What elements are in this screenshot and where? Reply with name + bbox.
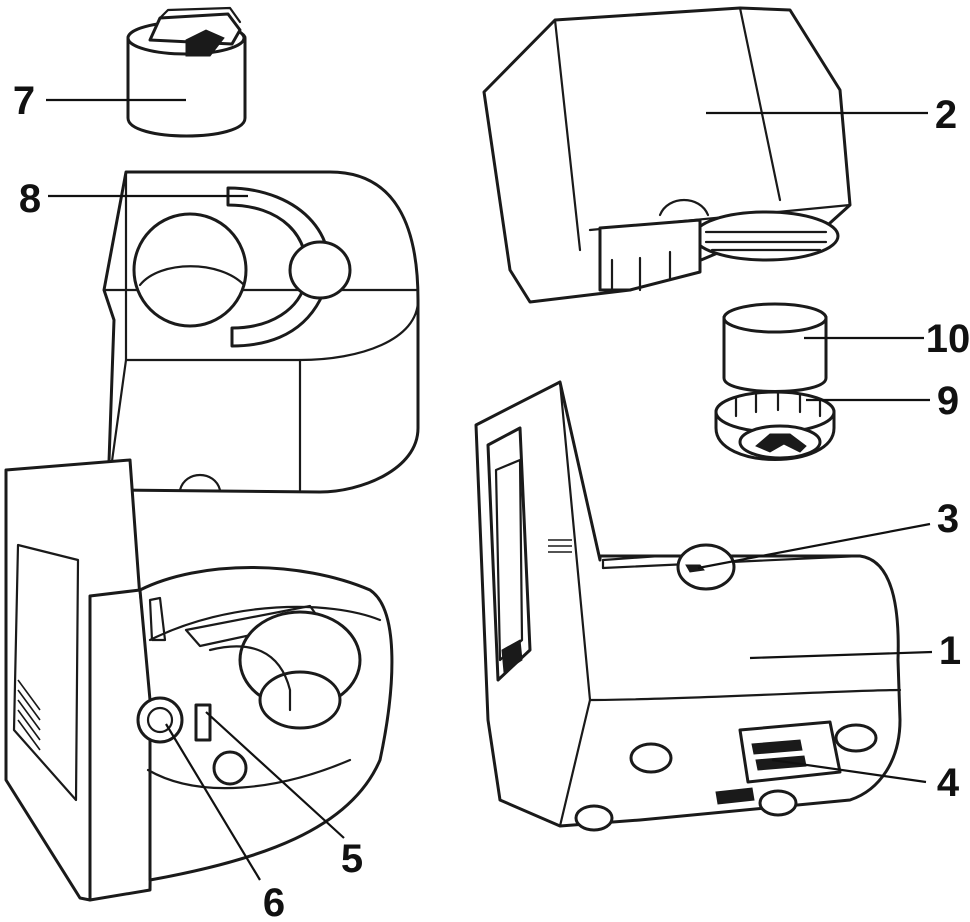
callout-7: 7 (13, 79, 35, 123)
callout-8: 8 (19, 177, 41, 221)
leader-1 (749, 650, 933, 660)
callout-10: 10 (926, 317, 970, 361)
callout-1: 1 (939, 629, 961, 673)
leader-lines (46, 98, 933, 881)
leader-4 (771, 758, 927, 784)
callout-9: 9 (937, 379, 959, 423)
callout-2: 2 (935, 93, 957, 137)
part-2-water-tank (482, 6, 852, 304)
leader-6 (165, 723, 261, 881)
part-1-main-base (474, 380, 902, 832)
callout-3: 3 (937, 497, 959, 541)
leader-3 (697, 522, 931, 570)
base-open-view (4, 458, 394, 902)
part-7-cap (126, 6, 247, 138)
callout-6: 6 (263, 881, 285, 922)
part-9-10-filter (714, 302, 836, 461)
callout-5: 5 (341, 837, 363, 881)
callout-4: 4 (937, 761, 960, 805)
leader-5 (205, 711, 345, 839)
callout-labels: 7 8 2 10 9 3 1 4 5 6 (13, 79, 970, 922)
part-8-top-cover (102, 170, 420, 494)
